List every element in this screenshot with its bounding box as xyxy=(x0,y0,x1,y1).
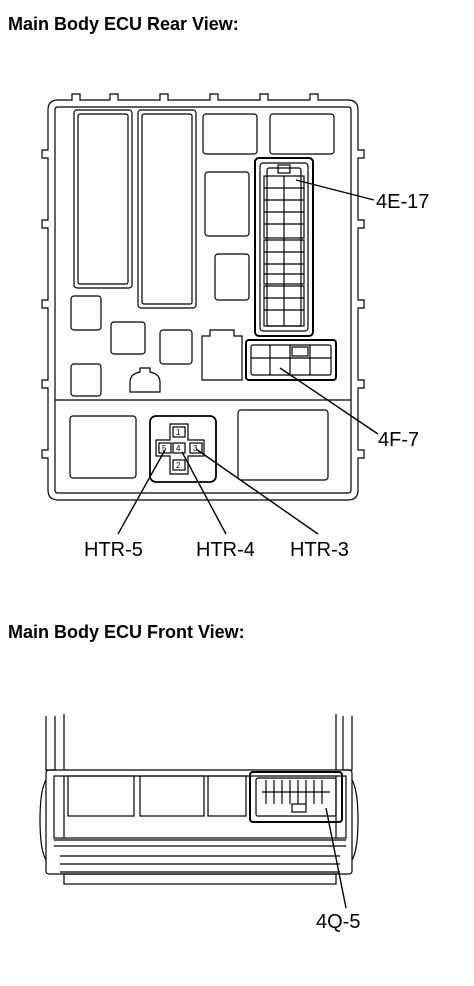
rear-internal-blocks xyxy=(69,109,335,481)
rear-housing-outline xyxy=(41,93,365,501)
label-4e-17: 4E-17 xyxy=(376,191,429,213)
connector-4f-7 xyxy=(245,339,337,381)
htr-pin-4: 4 xyxy=(176,444,181,453)
front-view-title: Main Body ECU Front View: xyxy=(8,622,245,642)
label-htr-4: HTR-4 xyxy=(196,539,255,561)
htr-pin-3: 3 xyxy=(193,444,198,453)
htr-pin-2: 2 xyxy=(176,461,181,470)
rear-view-title: Main Body ECU Rear View: xyxy=(8,14,239,34)
htr-pin-5: 5 xyxy=(162,444,167,453)
label-4q-5: 4Q-5 xyxy=(316,911,360,933)
front-housing-outline xyxy=(39,714,359,885)
connector-4e-17 xyxy=(254,157,314,337)
front-leader-line xyxy=(325,807,347,909)
rear-leader-lines xyxy=(117,179,379,535)
label-htr-3: HTR-3 xyxy=(290,539,349,561)
label-4f-7: 4F-7 xyxy=(378,429,419,451)
connector-4q-5 xyxy=(249,771,343,823)
label-htr-5: HTR-5 xyxy=(84,539,143,561)
htr-pin-1: 1 xyxy=(176,428,181,437)
htr-connector xyxy=(149,415,217,483)
